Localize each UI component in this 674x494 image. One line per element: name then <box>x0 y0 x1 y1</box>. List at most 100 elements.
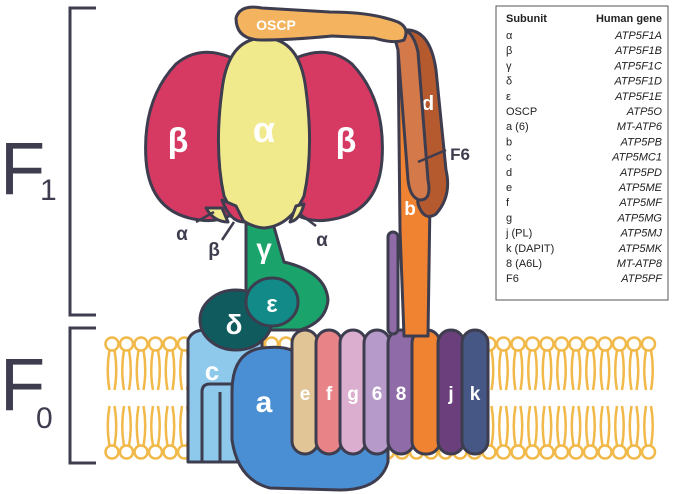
table-row-gene: ATP5F1A <box>614 30 662 42</box>
lipid-tail <box>556 349 567 391</box>
table-row-subunit: F6 <box>506 273 519 285</box>
label-f: f <box>326 384 333 405</box>
label-a: a <box>256 386 273 419</box>
table-row-subunit: γ <box>506 60 512 72</box>
lipid-tail <box>150 349 161 391</box>
lipid-tail <box>643 349 654 391</box>
label-g: g <box>347 384 359 405</box>
lipid-head <box>162 336 178 352</box>
table-row-subunit: OSCP <box>506 106 537 118</box>
table-row-gene: ATP5PD <box>619 167 662 179</box>
table-row-subunit: β <box>506 45 512 57</box>
subunit-k <box>460 328 490 456</box>
label-d: d <box>422 93 434 115</box>
lipid-tail <box>570 349 582 391</box>
table-row-gene: ATP5ME <box>618 182 663 194</box>
lipid-tail <box>121 349 132 391</box>
lipid-head <box>524 336 541 352</box>
label-alpha-small-left: α <box>176 224 188 245</box>
f0-bracket <box>68 326 96 465</box>
lipid-tail <box>527 405 538 447</box>
lipid-head <box>553 336 570 352</box>
lipid-head <box>539 444 555 460</box>
lipid-tail <box>556 405 567 447</box>
table-row-subunit: a (6) <box>506 121 529 133</box>
lipid-head <box>133 444 149 460</box>
lipid-tail <box>106 405 118 447</box>
label-beta-left: β <box>168 122 189 160</box>
label-j: j <box>447 384 453 405</box>
table-row-subunit: f <box>506 197 510 209</box>
lipid-tail <box>512 405 524 447</box>
lipid-tail <box>498 349 509 391</box>
lipid-head <box>597 444 613 460</box>
subunit-b-base <box>410 328 442 456</box>
table-row-gene: ATP5MJ <box>620 228 663 240</box>
lipid-head <box>147 444 164 460</box>
label-8: 8 <box>396 384 407 405</box>
lipid-head <box>104 336 120 352</box>
table-row-subunit: c <box>506 152 512 164</box>
lipid-tail <box>512 349 524 391</box>
lipid-tail <box>135 349 147 391</box>
lipid-head <box>510 336 526 352</box>
table-row-subunit: b <box>506 136 512 148</box>
lipid-tail <box>541 405 553 447</box>
table-row-gene: ATP5MF <box>618 197 663 209</box>
label-alpha-small-right: α <box>316 230 328 251</box>
label-c: c <box>205 356 219 386</box>
lipid-head <box>495 336 512 352</box>
lipid-head <box>582 336 599 352</box>
lipid-head <box>568 444 584 460</box>
table-row-subunit: δ <box>506 76 512 88</box>
lipid-tail <box>570 405 582 447</box>
table-row-gene: ATP5PF <box>620 273 663 285</box>
lipid-tail <box>164 349 176 391</box>
lipid-head <box>597 336 613 352</box>
label-e: e <box>300 384 311 405</box>
table-row-subunit: k (DAPIT) <box>506 243 554 255</box>
table-row-gene: ATP5F1B <box>614 45 662 57</box>
lipid-head <box>640 336 657 352</box>
lipid-tail <box>599 405 611 447</box>
f0-subscript: 0 <box>36 402 53 435</box>
label-oscp: OSCP <box>256 17 296 33</box>
lipid-head <box>553 444 570 460</box>
lipid-head <box>611 444 628 460</box>
label-beta-small: β <box>208 240 220 261</box>
subunit-oscp <box>234 5 408 44</box>
f1-bracket <box>68 6 96 317</box>
label-k: k <box>470 384 481 405</box>
table-row-gene: MT-ATP6 <box>617 121 663 133</box>
table-frame <box>495 5 669 301</box>
lipid-head <box>582 444 599 460</box>
label-6: 6 <box>372 384 383 405</box>
f0-letter: F <box>0 343 45 426</box>
lipid-head <box>626 336 642 352</box>
table-header-subunit: Subunit <box>506 13 547 25</box>
table-row-gene: ATP5MC1 <box>611 152 662 164</box>
label-b: b <box>404 199 416 220</box>
lipid-tail <box>150 405 161 447</box>
lipid-tail <box>585 405 596 447</box>
subunit-epsilon <box>244 276 300 328</box>
table-row-gene: ATP5PB <box>620 136 662 148</box>
lipid-head <box>162 444 178 460</box>
table-row-gene: ATP5MG <box>617 212 663 224</box>
lipid-head <box>510 444 526 460</box>
lipid-head <box>104 444 120 460</box>
table-row-gene: ATP5F1C <box>614 60 663 72</box>
table-row-gene: ATP5F1E <box>614 91 663 103</box>
lipid-head <box>626 444 642 460</box>
f1-subscript: 1 <box>40 174 57 207</box>
table-row-subunit: α <box>506 30 513 42</box>
lipid-tail <box>599 349 611 391</box>
lipid-head <box>147 336 164 352</box>
lipid-tail <box>164 405 176 447</box>
table-row-gene: ATP5F1D <box>614 76 663 88</box>
label-f6: F6 <box>450 145 470 164</box>
lipid-tail <box>614 405 625 447</box>
